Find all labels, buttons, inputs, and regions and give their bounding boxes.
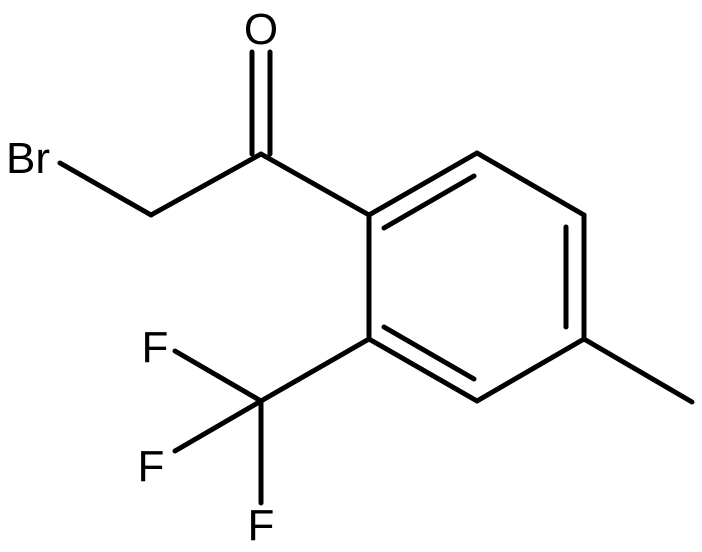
bond-ring-c5-c6-inner (381, 324, 477, 382)
bromine-label: Br (6, 134, 50, 183)
bond-methyl (581, 336, 695, 405)
bond-ring-c4-c5 (474, 336, 587, 404)
fluorine-label-1: F (142, 323, 169, 372)
bond-ch2-br (57, 160, 154, 218)
oxygen-label: O (244, 5, 278, 54)
bond-ring-c2-c3 (474, 150, 587, 218)
bond-cf3-f1 (172, 348, 264, 404)
fluorine-label-2: F (138, 442, 165, 491)
bond-ring-cf3 (258, 336, 372, 404)
bond-carbonyl-ch2 (148, 151, 264, 218)
bond-cf3-f2 (172, 398, 264, 454)
fluorine-label-3: F (248, 501, 275, 550)
bond-ring-c5-c6 (366, 336, 480, 404)
bond-carbonyl-ring (258, 151, 372, 218)
bond-ring-c1-c2 (366, 150, 480, 218)
bond-ring-c1-c2-inner (381, 173, 477, 231)
